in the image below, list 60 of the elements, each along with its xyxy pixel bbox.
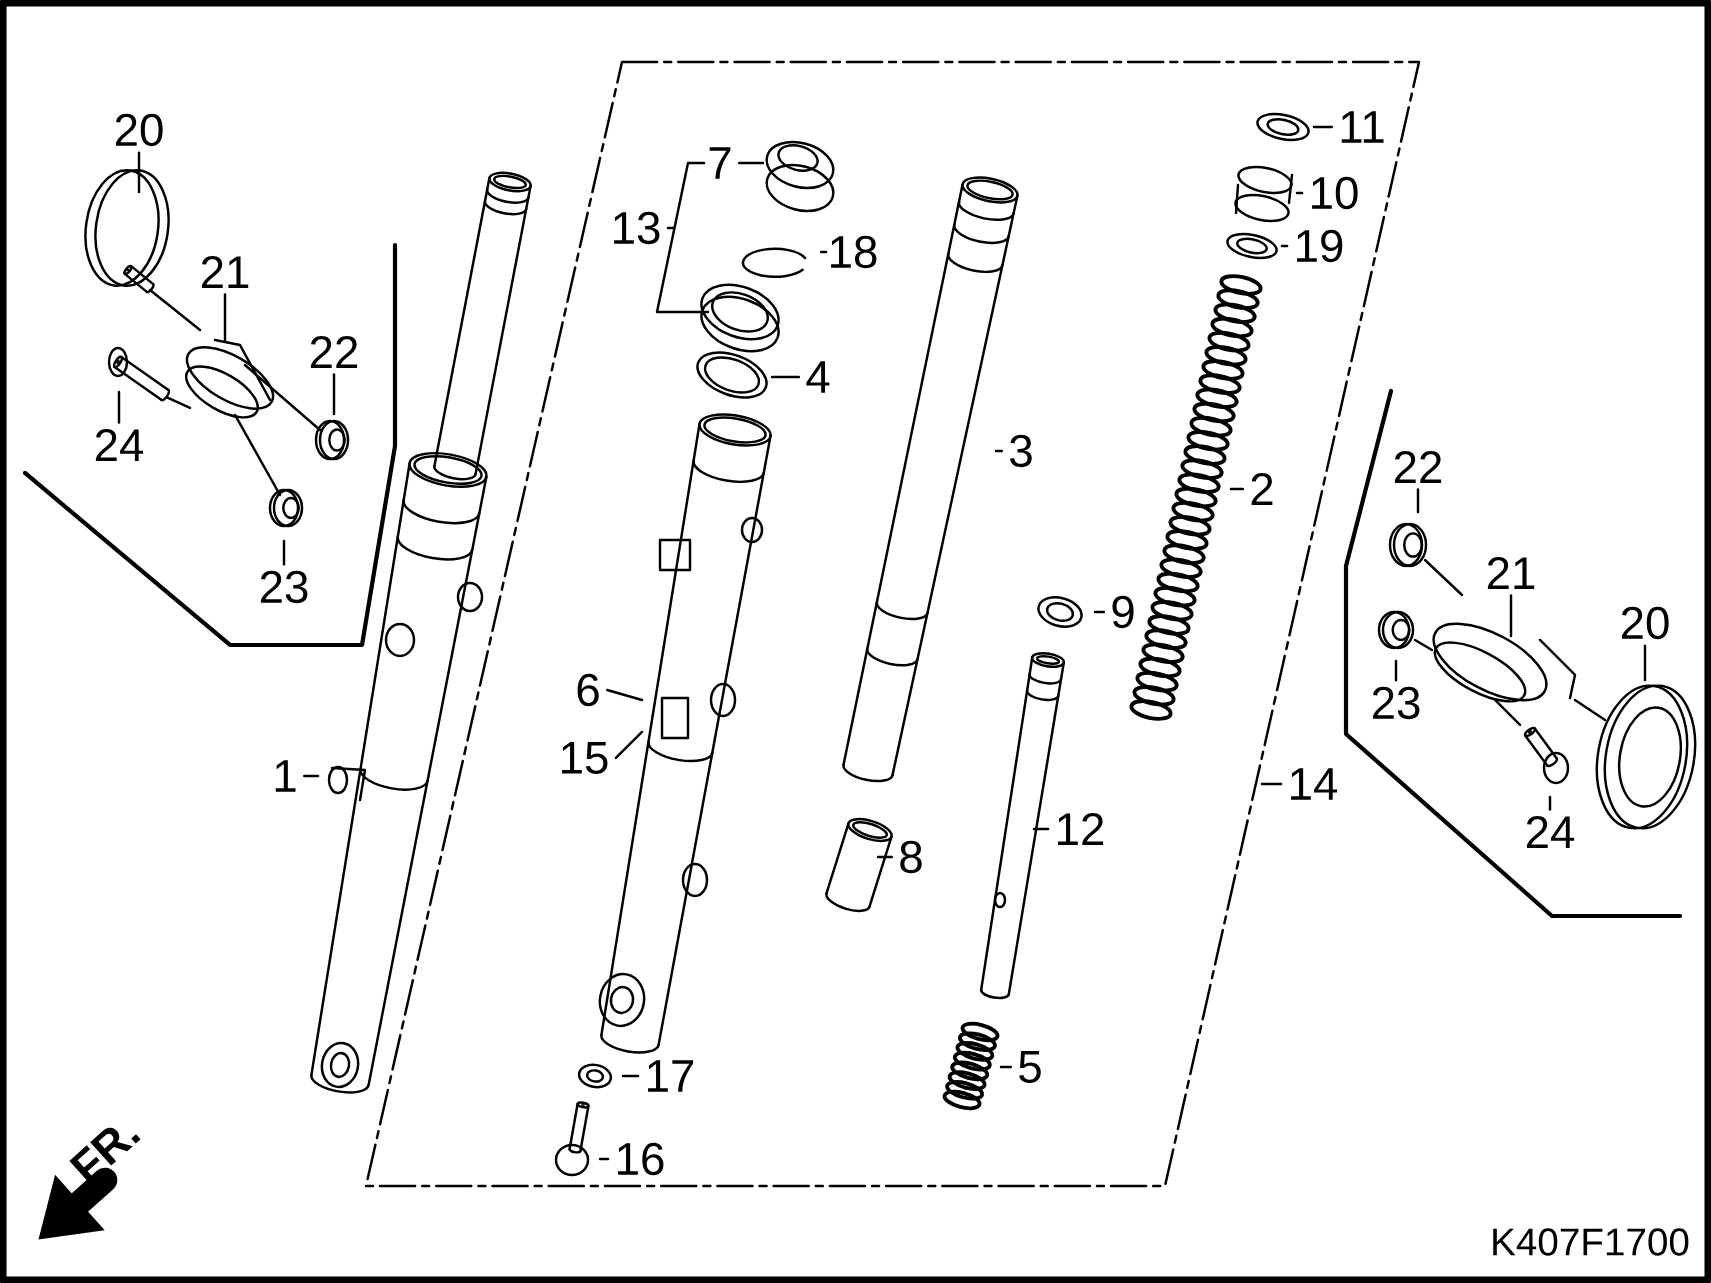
callout-number: 20 — [115, 113, 163, 147]
callout-number: 5 — [1019, 1051, 1041, 1083]
callout-number: 3 — [1010, 434, 1032, 468]
leader-line — [1280, 244, 1289, 248]
callout-number: 6 — [577, 673, 599, 707]
leader-line — [1093, 610, 1106, 614]
direction-label: FR. — [69, 1127, 141, 1185]
callout-number: 18 — [831, 235, 877, 269]
callout-number: 21 — [201, 256, 249, 288]
callout-number: 22 — [310, 336, 358, 368]
leader-line — [282, 539, 286, 566]
callout-number: 17 — [648, 1060, 694, 1092]
callout-number: 1 — [275, 760, 296, 792]
callout-number: 9 — [1112, 595, 1134, 629]
leader-line — [1229, 487, 1245, 491]
leader-line — [1416, 488, 1420, 514]
callout-number: 2 — [1251, 473, 1273, 505]
callout-number: 20 — [1621, 606, 1669, 640]
leader-line — [1548, 795, 1552, 811]
callout-number: 22 — [1394, 451, 1442, 483]
leader-line — [1312, 125, 1334, 129]
callout-number: 4 — [806, 361, 830, 393]
callout-number: 16 — [618, 1142, 664, 1176]
leader-line — [621, 1074, 640, 1078]
leader-line — [223, 293, 227, 342]
leader-line — [1643, 644, 1647, 682]
leader-line — [598, 1157, 610, 1161]
callout-number: 10 — [1312, 176, 1358, 210]
callout-number: 7 — [709, 147, 731, 179]
leader-line — [770, 375, 801, 379]
drawing-number: K407F1700 — [1493, 1228, 1689, 1256]
leader-line — [999, 1065, 1013, 1069]
callout-number: 8 — [900, 840, 922, 874]
callout-number: 13 — [614, 211, 660, 245]
callout-number: 11 — [1341, 111, 1384, 143]
callout-number: 14 — [1291, 768, 1338, 800]
leader-line — [332, 373, 336, 416]
callout-number: 24 — [1526, 816, 1575, 848]
leader-line — [738, 161, 765, 165]
leader-line — [1032, 827, 1050, 831]
callout-number: 12 — [1058, 813, 1104, 845]
callout-number: 23 — [260, 570, 308, 604]
leader-line — [606, 688, 644, 702]
callout-number: 21 — [1487, 557, 1535, 589]
leader-line — [303, 774, 320, 778]
leader-line — [1295, 191, 1304, 195]
callout-number: 24 — [95, 429, 144, 461]
leader-line — [137, 151, 141, 194]
callout-number: 19 — [1297, 229, 1343, 263]
leader-line — [994, 449, 1004, 453]
leader-line — [876, 855, 893, 859]
leader-line — [614, 730, 644, 760]
leader-line — [117, 390, 121, 424]
callout-number: 15 — [562, 742, 608, 774]
leader-line — [819, 250, 828, 254]
leader-line — [1509, 594, 1513, 638]
leader-line — [655, 161, 710, 314]
leader-line — [1394, 659, 1398, 682]
leader-line — [1260, 782, 1283, 786]
callout-number: 23 — [1372, 686, 1420, 720]
